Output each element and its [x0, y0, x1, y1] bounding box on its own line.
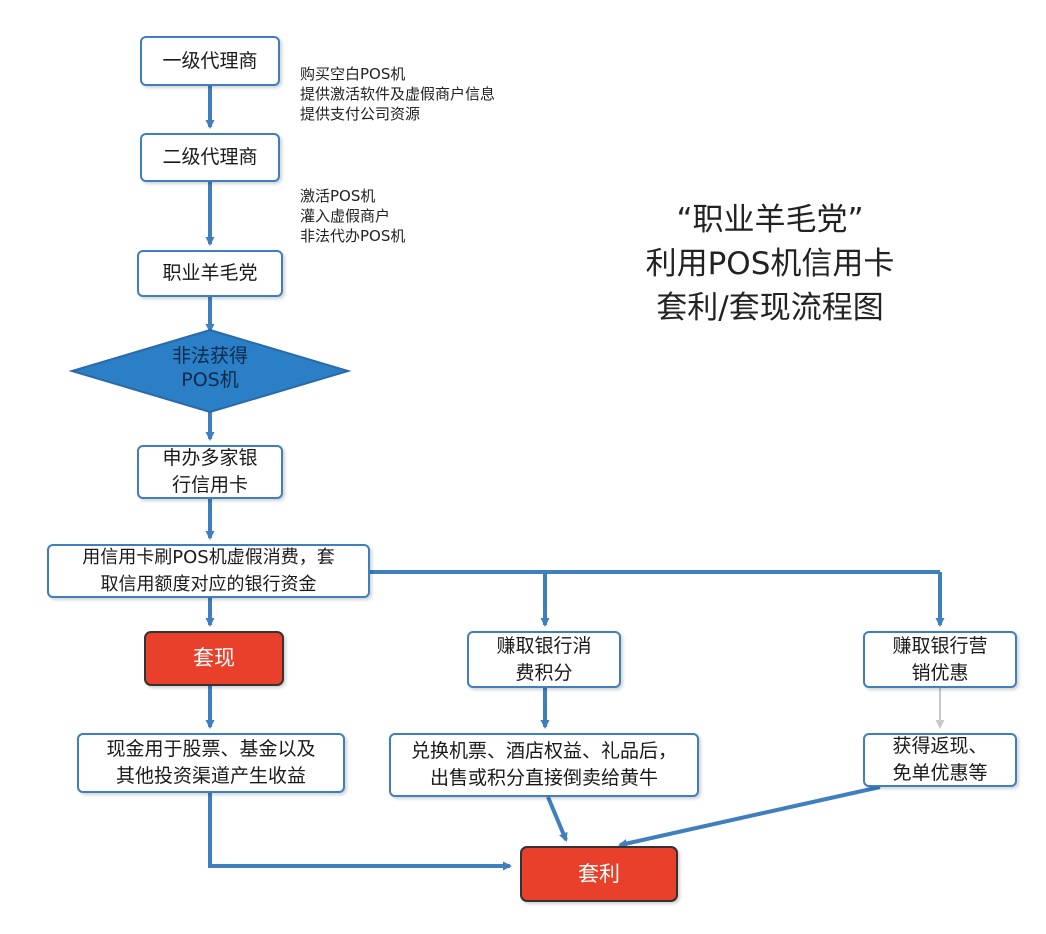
node-agent-level2: 二级代理商 [140, 133, 280, 182]
node-illegal-pos-line-1: 非法获得 [171, 345, 248, 367]
note-level2-line-3: 非法代办POS机 [300, 227, 406, 245]
arrow-cashback-to-arbitrage [618, 785, 881, 848]
note-level2-line-1: 激活POS机 [300, 187, 376, 205]
node-invest: 现金用于股票、基金以及 其他投资渠道产生收益 [77, 733, 345, 793]
node-redeem-line-2: 出售或积分直接倒卖给黄牛 [429, 767, 658, 789]
node-earn-points: 赚取银行消 费积分 [467, 631, 621, 688]
title-line-2: 利用POS机信用卡 [645, 246, 895, 282]
node-agent-level1: 一级代理商 [140, 36, 280, 86]
node-cash-out-label: 套现 [193, 646, 235, 670]
decision-diamond [68, 328, 352, 414]
node-redeem: 兑换机票、酒店权益、礼品后， 出售或积分直接倒卖给黄牛 [389, 733, 699, 797]
node-earn-promos: 赚取银行营 销优惠 [863, 631, 1017, 688]
node-fake-spending-line-1: 用信用卡刷POS机虚假消费，套 [82, 547, 335, 568]
node-cash-out: 套现 [144, 631, 284, 686]
node-arbitrage: 套利 [520, 846, 678, 902]
node-agent-level1-label: 一级代理商 [162, 49, 258, 72]
node-wool-party-label: 职业羊毛党 [162, 262, 258, 284]
node-apply-cards: 申办多家银 行信用卡 [137, 445, 283, 499]
node-invest-line-1: 现金用于股票、基金以及 [106, 738, 316, 760]
node-wool-party: 职业羊毛党 [137, 250, 283, 297]
node-apply-cards-line-1: 申办多家银 [162, 447, 258, 469]
node-apply-cards-line-2: 行信用卡 [171, 474, 248, 496]
note-level1-line-3: 提供支付公司资源 [300, 105, 421, 123]
node-fake-spending-line-2: 取信用额度对应的银行资金 [100, 574, 317, 595]
note-level1-line-1: 购买空白POS机 [300, 65, 406, 83]
note-level1-line-2: 提供激活软件及虚假商户信息 [300, 85, 496, 103]
node-cashback-line-1: 获得返现、 [892, 735, 988, 757]
node-illegal-pos-label: 非法获得 POS机 [140, 344, 280, 392]
node-earn-promos-line-2: 销优惠 [911, 661, 969, 684]
arrow-redeem-to-arbitrage [546, 796, 568, 842]
node-invest-line-2: 其他投资渠道产生收益 [115, 765, 306, 787]
note-level2-line-2: 灌入虚假商户 [300, 207, 391, 225]
node-cashback-line-2: 免单优惠等 [892, 762, 988, 784]
note-level1: 购买空白POS机 提供激活软件及虚假商户信息 提供支付公司资源 [300, 64, 495, 124]
node-fake-spending: 用信用卡刷POS机虚假消费，套 取信用额度对应的银行资金 [47, 544, 370, 598]
arrow-invest-to-arbitrage [208, 793, 512, 871]
node-redeem-line-1: 兑换机票、酒店权益、礼品后， [410, 740, 677, 762]
node-earn-promos-line-1: 赚取银行营 [892, 634, 988, 657]
title-line-1: “职业羊毛党” [676, 202, 864, 238]
node-cashback: 获得返现、 免单优惠等 [863, 733, 1017, 787]
node-arbitrage-label: 套利 [578, 861, 620, 886]
diagram-title: “职业羊毛党” 利用POS机信用卡 套利/套现流程图 [610, 198, 930, 330]
note-level2: 激活POS机 灌入虚假商户 非法代办POS机 [300, 186, 405, 246]
title-line-3: 套利/套现流程图 [656, 290, 884, 326]
node-illegal-pos-line-2: POS机 [181, 369, 239, 391]
node-earn-points-line-1: 赚取银行消 [496, 634, 592, 657]
node-earn-points-line-2: 费积分 [515, 661, 573, 684]
node-agent-level2-label: 二级代理商 [162, 146, 258, 168]
